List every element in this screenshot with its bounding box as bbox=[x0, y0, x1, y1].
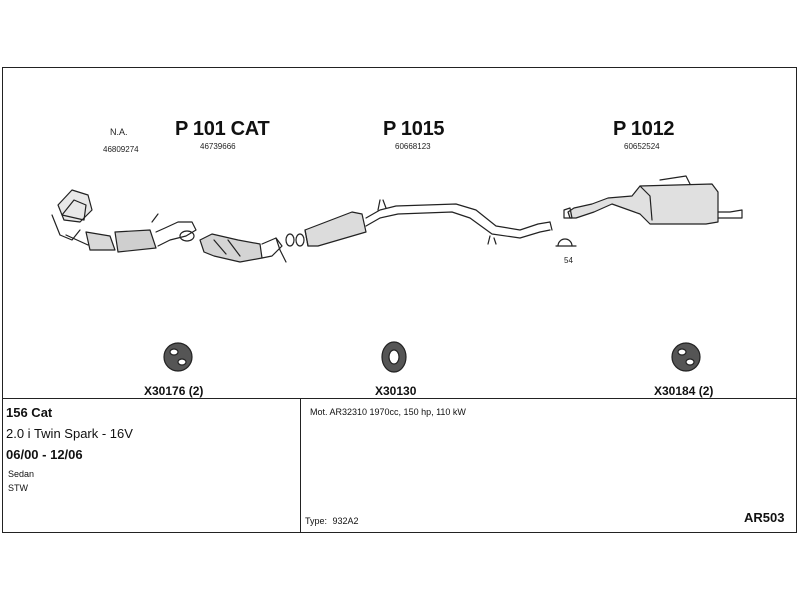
diagram-frame bbox=[2, 67, 797, 533]
motor-type-label: Type: bbox=[305, 516, 328, 526]
divider-vertical bbox=[300, 398, 301, 533]
vehicle-body-stw: STW bbox=[8, 483, 28, 493]
diagram-code: AR503 bbox=[744, 510, 785, 525]
mount-x30176-drawing bbox=[163, 342, 193, 372]
mount-label-x30184: X30184 (2) bbox=[654, 384, 714, 398]
na-number: 46809274 bbox=[103, 145, 139, 154]
vehicle-engine: 2.0 i Twin Spark - 16V bbox=[6, 426, 133, 441]
part-number-p1012: 60652524 bbox=[624, 142, 660, 151]
vehicle-model: 156 Cat bbox=[6, 405, 53, 420]
vehicle-body-sedan: Sedan bbox=[8, 469, 35, 479]
mount-x30130-drawing bbox=[381, 341, 407, 373]
manifold-front-pipe bbox=[51, 189, 197, 253]
motor-spec: Mot. AR32310 1970cc, 150 hp, 110 kW bbox=[310, 407, 466, 417]
na-label: N.A. bbox=[110, 127, 128, 137]
catalytic-converter bbox=[199, 233, 287, 263]
motor-type-value: 932A2 bbox=[332, 516, 359, 526]
rear-silencer bbox=[563, 175, 743, 225]
clamp-number: 54 bbox=[564, 256, 573, 265]
mount-label-x30176: X30176 (2) bbox=[144, 384, 204, 398]
motor-type: Type: 932A2 bbox=[305, 516, 359, 526]
mount-label-x30130: X30130 bbox=[375, 384, 417, 398]
clamp bbox=[555, 238, 577, 247]
part-code-p1015: P 1015 bbox=[383, 118, 445, 140]
part-code-p1012: P 1012 bbox=[613, 118, 675, 140]
part-code-p101: P 101 CAT bbox=[175, 118, 270, 140]
part-number-p1015: 60668123 bbox=[395, 142, 431, 151]
vehicle-years: 06/00 - 12/06 bbox=[6, 447, 83, 462]
divider-horizontal bbox=[2, 398, 797, 399]
part-number-p101: 46739666 bbox=[200, 142, 236, 151]
middle-pipe bbox=[285, 199, 553, 247]
mount-x30184-drawing bbox=[671, 342, 701, 372]
